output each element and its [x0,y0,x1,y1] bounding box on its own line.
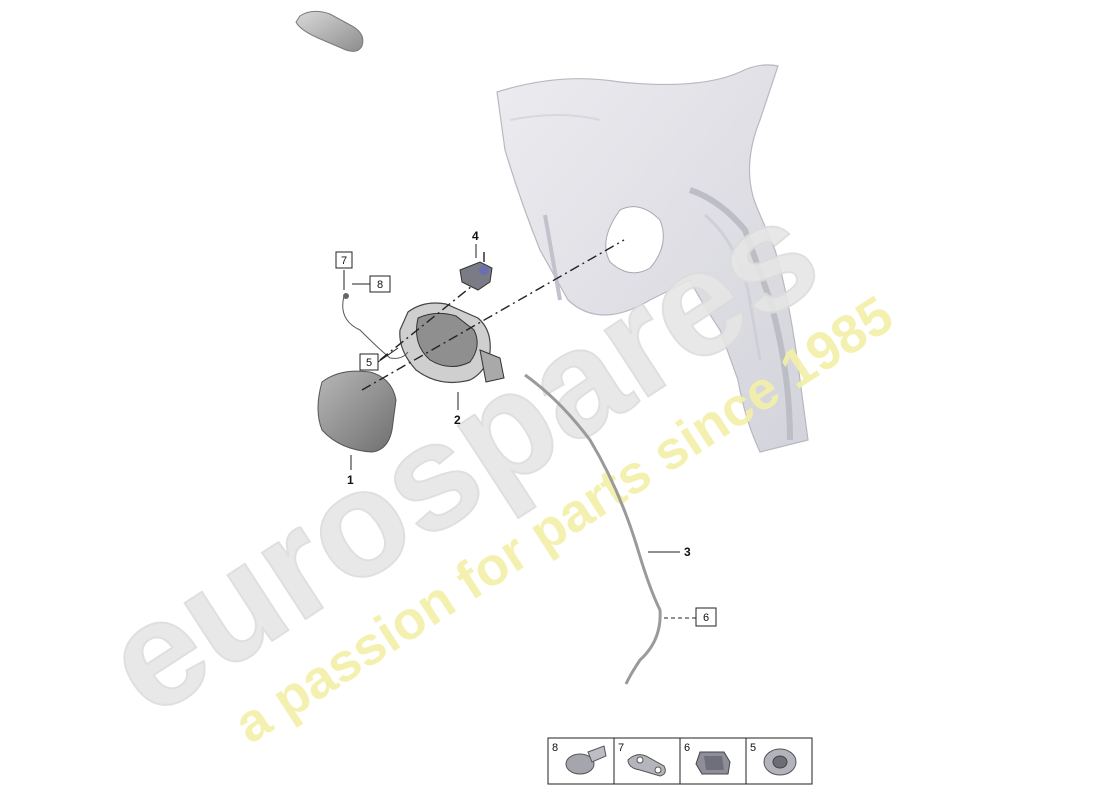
callout-8: 8 [369,275,391,293]
part-2-filler-housing[interactable] [399,302,505,383]
assembly-lines [361,239,625,391]
body-side-panel [496,64,809,453]
grommet-icon [763,748,797,776]
svg-text:6: 6 [684,742,690,754]
callout-3: 3 [684,545,691,559]
svg-text:5: 5 [366,357,372,369]
push-rivet-icon [565,745,607,775]
part-1-fuel-cap[interactable] [317,370,397,453]
legend-cell-5: 5 [750,742,797,776]
part-3-release-cable[interactable] [524,373,662,685]
callout-6: 6 [695,607,717,627]
callout-2: 2 [454,413,461,427]
legend-cell-8: 8 [552,742,607,775]
callout-4: 4 [472,229,479,243]
watermark-brand: eurospares [76,165,846,746]
callout-7: 7 [335,251,353,269]
watermark: eurospares a passion for parts since 198… [75,164,904,755]
svg-text:5: 5 [750,742,756,754]
legend-cell-7: 7 [618,742,666,777]
svg-text:8: 8 [552,742,558,754]
callout-1: 1 [347,473,354,487]
small-parts-legend: 8 7 6 5 [547,737,813,785]
svg-text:8: 8 [377,279,383,291]
legend-cell-6: 6 [684,742,731,775]
callout-5: 5 [359,353,379,371]
cable-clip-icon [627,754,666,777]
svg-text:7: 7 [618,742,624,754]
cable-7-8 [342,293,409,359]
svg-text:6: 6 [703,612,709,624]
part-4-actuator[interactable] [459,261,493,291]
callout-leaders [343,244,696,619]
svg-text:7: 7 [341,255,347,267]
cable-holder-icon [695,751,731,775]
vehicle-silhouette-icon [295,10,364,52]
